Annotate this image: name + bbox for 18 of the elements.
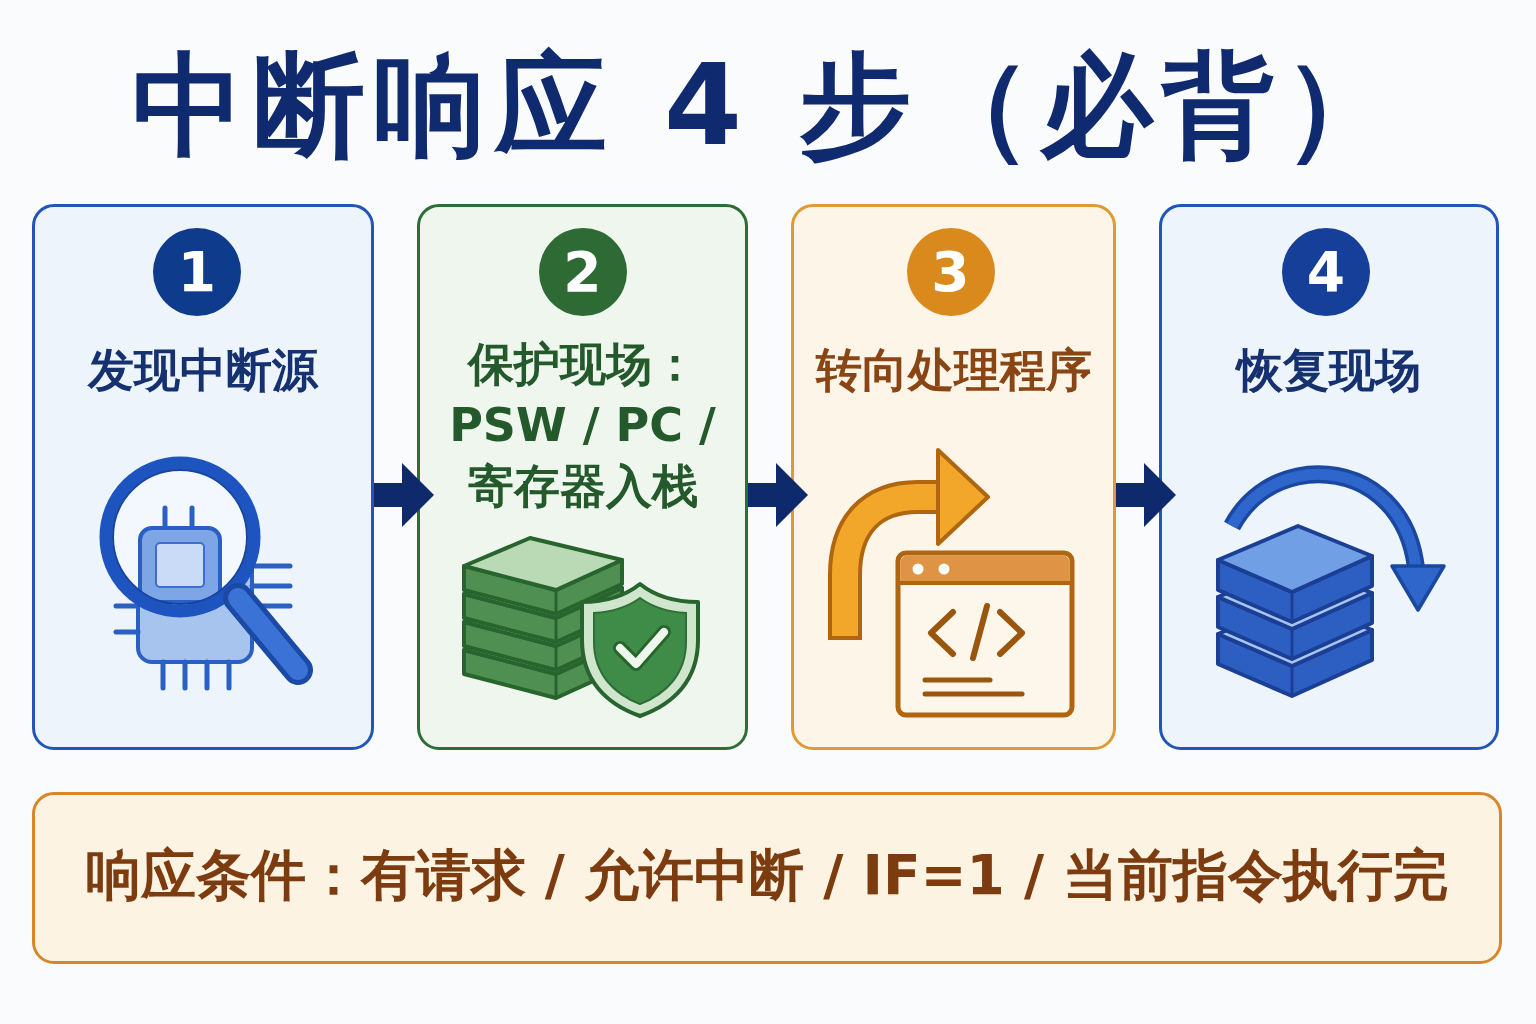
- number-circle: 4: [1282, 228, 1370, 316]
- step-title: 恢复现场: [1237, 342, 1421, 399]
- arrow: [374, 463, 434, 527]
- number-circle: 2: [538, 228, 627, 316]
- step-card: [417, 204, 748, 750]
- step-card: [32, 204, 374, 750]
- condition-panel: [32, 792, 1502, 964]
- arrow: [1116, 463, 1176, 527]
- step-card: [791, 204, 1116, 750]
- condition-text: 响应条件：有请求 / 允许中断 / IF=1 / 当前指令执行完: [85, 842, 1449, 909]
- step-card: [1159, 204, 1499, 750]
- step-title: 发现中断源: [88, 342, 318, 399]
- step-title: 转向处理程序: [815, 342, 1092, 399]
- number-circle: 1: [153, 228, 241, 316]
- page-title: 中断响应 4 步（必背）: [132, 39, 1404, 172]
- step-title: 保护现场：PSW / PC / 寄存器入栈: [448, 336, 717, 515]
- number-circle: 3: [906, 228, 995, 316]
- arrow: [748, 463, 808, 527]
